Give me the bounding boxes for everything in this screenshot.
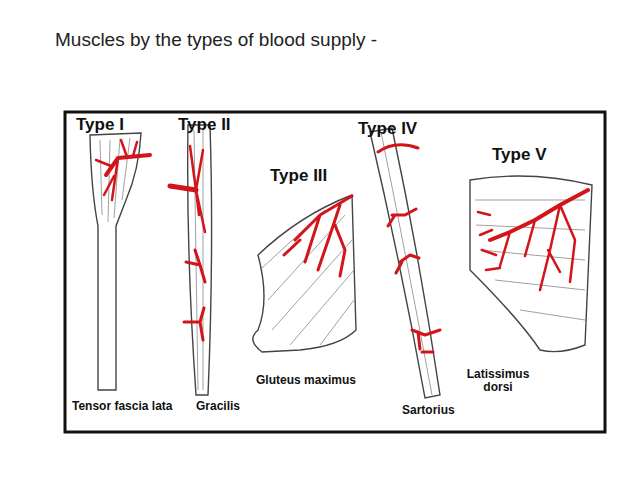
secondary-pedicles: [478, 212, 500, 270]
type-label: Type IV: [358, 120, 438, 139]
muscle-outline: [470, 176, 592, 352]
frame: [65, 112, 605, 432]
muscle-outline: [370, 128, 440, 398]
type-label: Type II: [178, 116, 258, 135]
muscle-fibres: [475, 200, 585, 320]
title: Muscles by the types of blood supply -: [55, 30, 377, 51]
muscle-outline: [90, 133, 141, 390]
muscle-fibres: [262, 210, 354, 345]
segmental-vessels: [378, 145, 440, 352]
muscle-name: Latissimus dorsi: [462, 368, 534, 394]
vessel-branches: [500, 205, 575, 290]
muscle-fibres: [381, 132, 432, 395]
sartorius-drawing: [370, 128, 440, 398]
vessel-branches: [96, 140, 137, 200]
muscle-name: Gracilis: [196, 400, 266, 413]
muscle-name: Gluteus maximus: [256, 374, 376, 387]
muscle-name: Sartorius: [402, 404, 482, 417]
vessel-branches: [190, 146, 205, 232]
vascular-pedicle: [170, 186, 196, 190]
vascular-pedicle: [490, 190, 588, 240]
muscle-outline: [253, 195, 356, 352]
type-label: Type III: [270, 167, 350, 186]
gluteus-maximus-drawing: [253, 195, 356, 352]
type-label: Type I: [76, 116, 156, 135]
type-label: Type V: [492, 146, 572, 165]
minor-pedicles: [184, 250, 205, 340]
vessel-branches: [284, 196, 352, 276]
latissimus-dorsi-drawing: [470, 176, 592, 352]
gracilis-drawing: [170, 125, 212, 395]
vascular-pedicle: [106, 155, 150, 175]
muscle-name: Tensor fascia lata: [72, 400, 202, 413]
tensor-fascia-lata-drawing: [90, 133, 150, 390]
